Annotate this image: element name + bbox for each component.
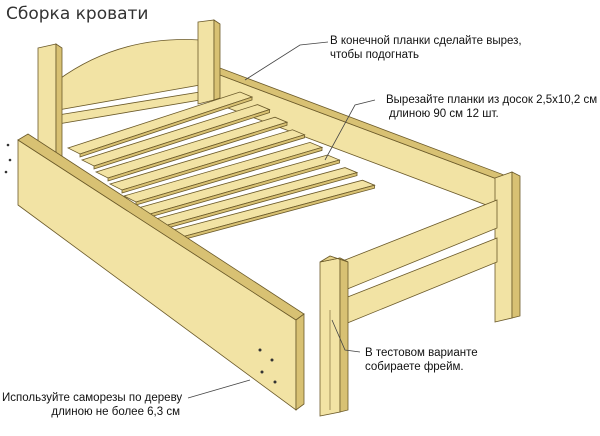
note-line: длиною не более 6,3 см [51, 406, 180, 418]
note-line: длиною 90 см 12 шт. [389, 108, 499, 120]
note-line: чтобы подогнать [330, 49, 419, 61]
note-line: В конечной планки сделайте вырез, [330, 35, 522, 47]
leader-slats [324, 99, 376, 161]
left-side-rail [4, 133, 305, 411]
note-line: Вырезайте планки из досок 2,5x10,2 см [386, 94, 598, 106]
slat-edge [107, 121, 288, 182]
headboard [37, 19, 221, 166]
footboard [319, 171, 521, 417]
leader-screws [187, 379, 251, 399]
note-line: Используйте саморезы по дереву [2, 392, 183, 404]
note-screws: Используйте саморезы по дереву длиною не… [2, 391, 183, 419]
slat-edge [121, 134, 305, 194]
slat-edge [79, 96, 253, 158]
note-line: собираете фрейм. [365, 361, 464, 373]
slats [66, 91, 376, 242]
slat-edge [93, 109, 270, 170]
note-test: В тестовом варианте собираете фрейм. [365, 346, 478, 374]
leader-end-slat [244, 41, 329, 81]
page-title: Сборка кровати [6, 4, 149, 24]
note-end-slat: В конечной планки сделайте вырез, чтобы … [330, 34, 522, 62]
note-slats: Вырезайте планки из досок 2,5x10,2 см дл… [386, 93, 597, 121]
note-line: В тестовом варианте [365, 347, 478, 359]
leader-test [331, 319, 361, 353]
